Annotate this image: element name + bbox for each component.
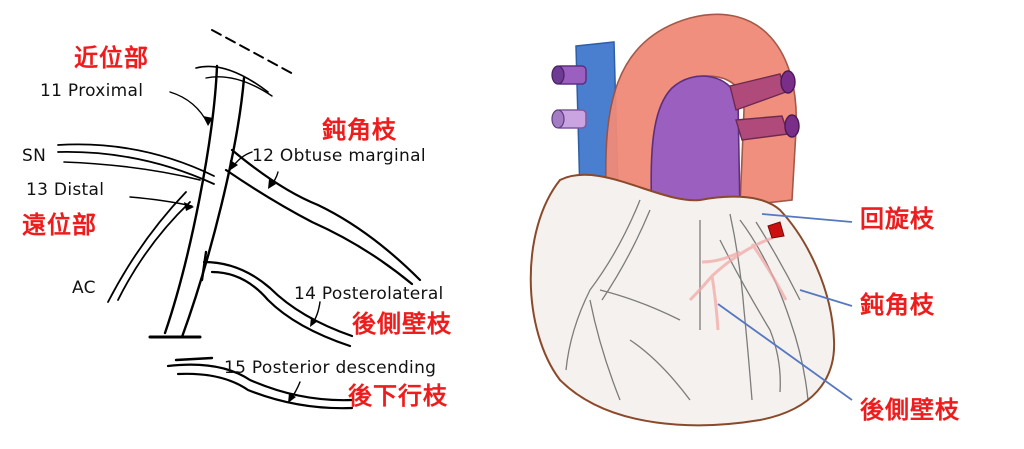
main-trunk-right-edge (180, 76, 246, 339)
heart-body (529, 173, 836, 427)
label-obtuse-en: 12 Obtuse marginal (252, 146, 426, 166)
label-distal-en: 13 Distal (26, 180, 105, 200)
label-right-obtuse-jp: 鈍角枝 (860, 291, 935, 319)
label-proximal-en: 11 Proximal (40, 81, 144, 101)
circumflex-schematic (57, 29, 422, 410)
label-sn: SN (22, 146, 47, 166)
label-right-posterolateral-jp: 後側壁枝 (860, 396, 960, 424)
right-pulmonary-branches (729, 70, 800, 141)
label-posterolateral-en: 14 Posterolateral (294, 284, 444, 304)
left-pulmonary-veins (551, 65, 587, 129)
label-posterior-desc-en: 15 Posterior descending (224, 358, 437, 378)
callout-lines (717, 213, 853, 401)
circumflex-highlight (767, 221, 785, 239)
label-proximal-jp: 近位部 (74, 44, 149, 72)
label-circumflex-jp: 回旋枝 (860, 205, 935, 233)
label-obtuse-jp: 鈍角枝 (322, 116, 397, 144)
label-distal-jp: 遠位部 (22, 211, 97, 239)
dashed-boundary-line (211, 29, 296, 76)
label-ac: AC (72, 278, 96, 298)
pink-branch-vessels (688, 236, 788, 331)
label-posterolateral-jp: 後側壁枝 (352, 310, 452, 338)
cardiac-vessels (565, 199, 809, 401)
label-posterior-desc-jp: 後下行枝 (348, 382, 448, 410)
main-trunk-left-edge (163, 64, 219, 335)
